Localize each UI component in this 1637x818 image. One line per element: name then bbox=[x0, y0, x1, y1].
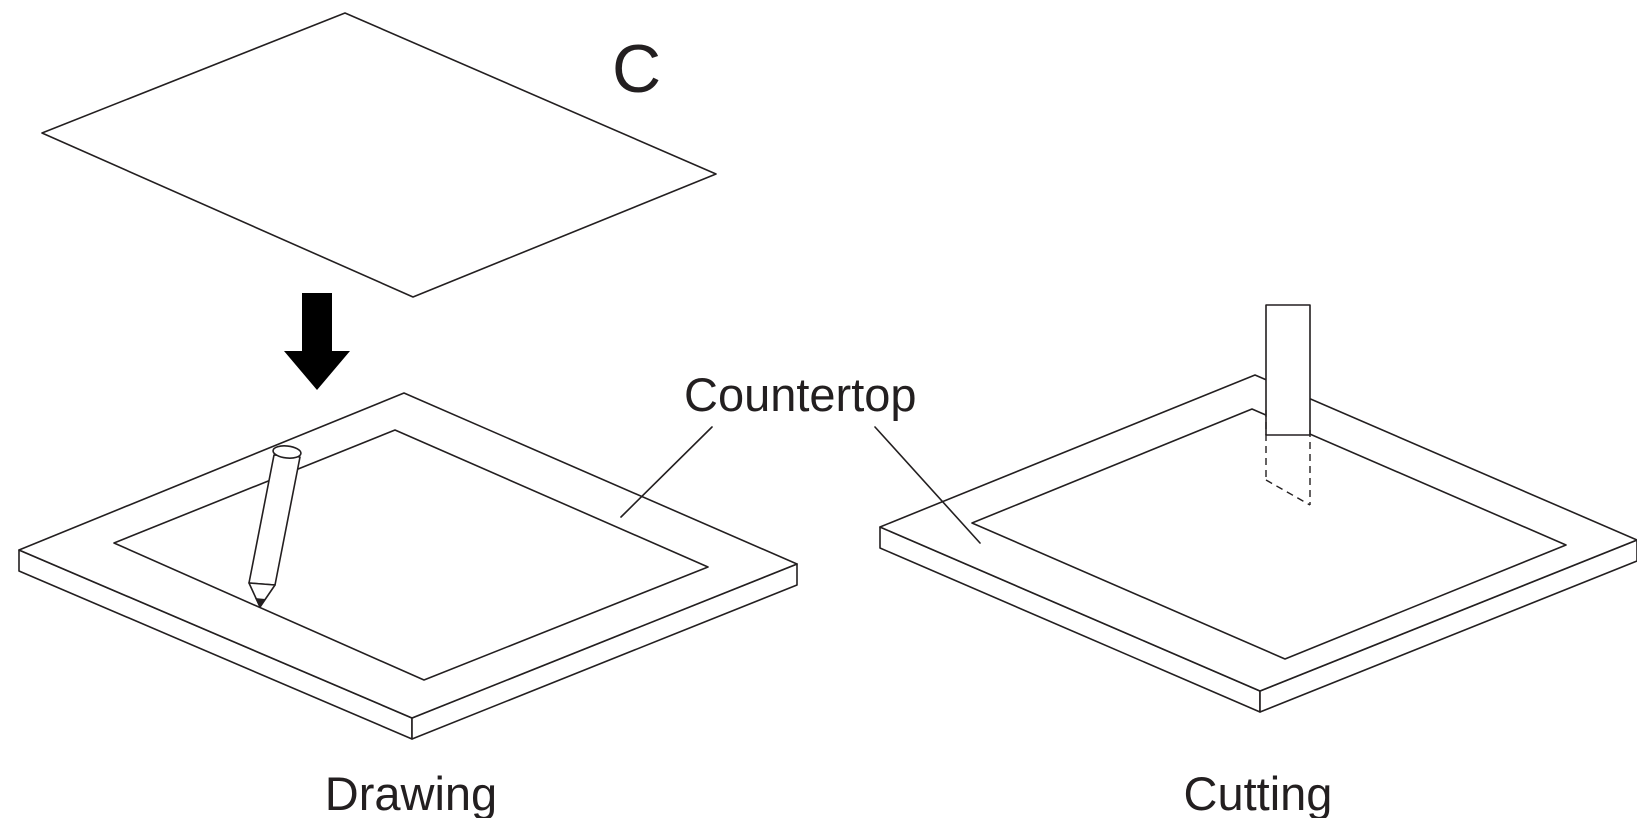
template-sheet bbox=[41, 12, 717, 298]
cutting-label: Cutting bbox=[1184, 767, 1333, 818]
cutout-outline-left bbox=[113, 429, 709, 681]
cutout-outline-right bbox=[971, 408, 1567, 660]
router-bit-icon bbox=[1265, 304, 1311, 506]
down-arrow-icon bbox=[284, 293, 350, 390]
countertop-left bbox=[18, 392, 798, 740]
countertop-right bbox=[879, 374, 1637, 713]
leader-line-left bbox=[620, 426, 713, 518]
leader-line-right bbox=[874, 426, 981, 544]
countertop-label: Countertop bbox=[684, 368, 917, 421]
template-label: C bbox=[612, 31, 661, 107]
pencil-icon bbox=[248, 445, 302, 608]
drawing-label: Drawing bbox=[325, 767, 497, 818]
